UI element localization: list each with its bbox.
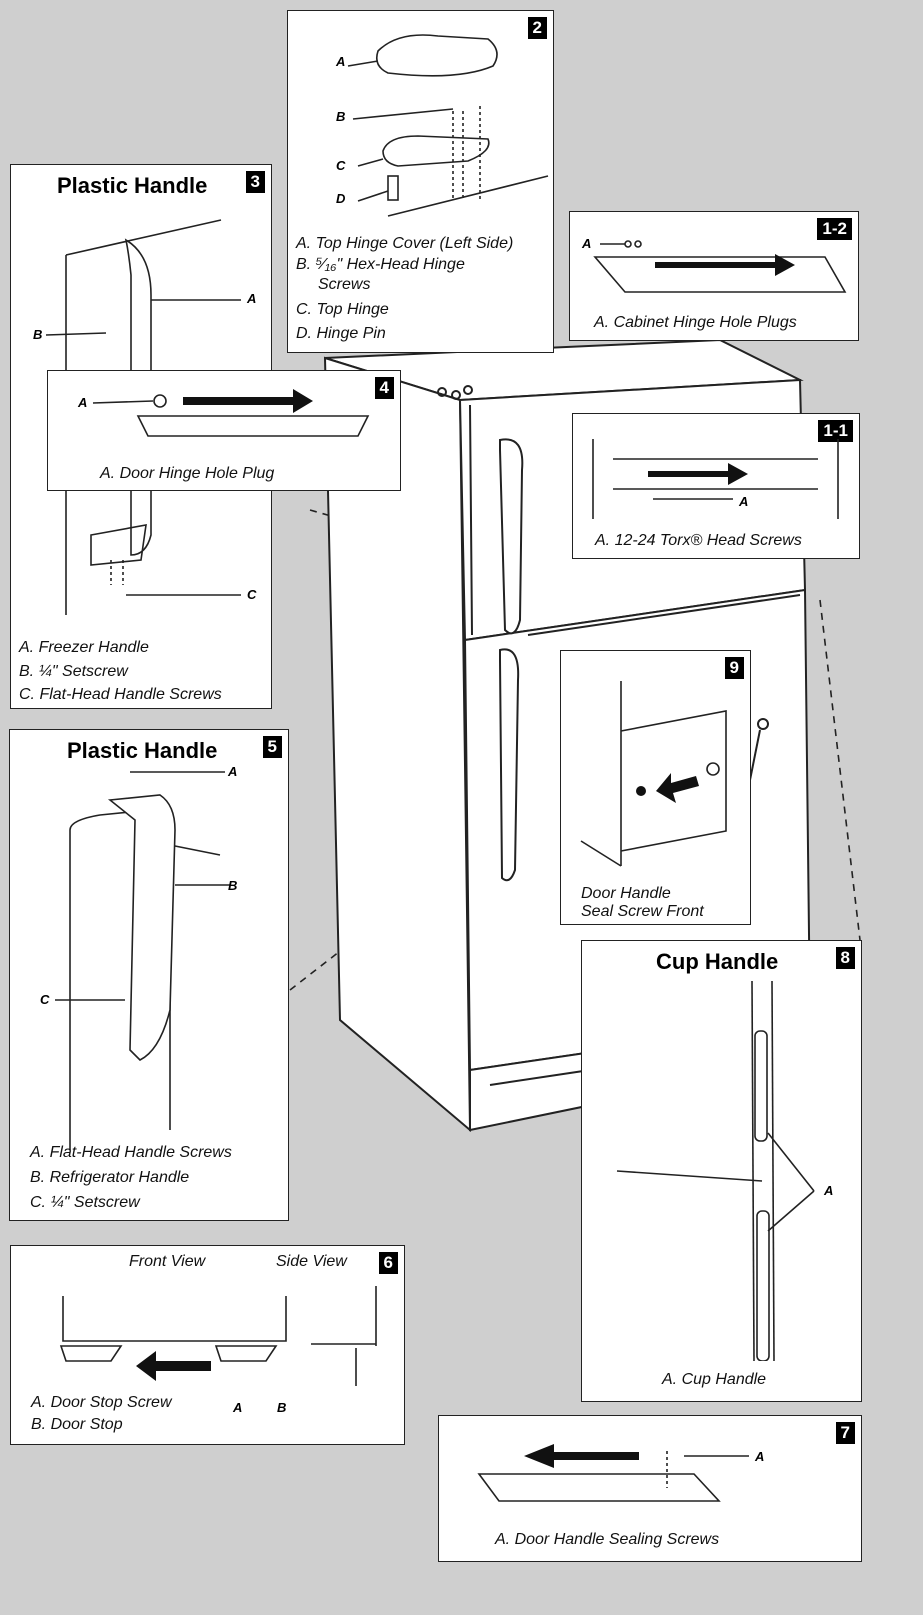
caption-b: B. ¼" Setscrew (19, 663, 128, 680)
label-b: B (336, 109, 346, 124)
caption-c: C. Flat-Head Handle Screws (19, 686, 222, 703)
door-stop-art (59, 1286, 377, 1386)
label-a: A (78, 395, 88, 410)
cup-handle-art (616, 980, 815, 1361)
label-c: C (40, 992, 50, 1007)
front-view-label: Front View (129, 1253, 206, 1270)
panel-top-hinge: 2 A B C D A. Top Hinge Cover (Left Side)… (287, 10, 554, 353)
seal-screw-art (580, 681, 727, 867)
label-c: C (336, 158, 346, 173)
door-plug-art (92, 389, 370, 437)
caption-b: B. Refrigerator Handle (30, 1169, 190, 1186)
panel-cup-handle: 8 Cup Handle A A. Cup Handle (581, 940, 862, 1402)
panel-door-handle-sealing: 7 A A. Door Handle Sealing Screws (438, 1415, 862, 1562)
caption-a: A. Door Hinge Hole Plug (100, 465, 275, 482)
caption-a: A. Top Hinge Cover (Left Side) (296, 235, 514, 252)
step-number: 2 (527, 17, 547, 39)
sealing-screws-art (477, 1444, 749, 1502)
label-a: A (228, 764, 238, 779)
label-b: B (33, 327, 43, 342)
step-number: 6 (378, 1252, 398, 1274)
label-c: C (247, 587, 257, 602)
label-a: A (247, 291, 257, 306)
panel-plastic-handle-refrigerator: 5 Plastic Handle A B C A. Flat-Head Hand… (9, 729, 289, 1221)
step-number: 1-2 (817, 218, 852, 240)
step-number: 4 (374, 377, 394, 399)
torx-screws-art (592, 439, 839, 519)
label-b: B (228, 878, 238, 893)
panel-title: Plastic Handle (57, 173, 208, 198)
caption-c: C. Top Hinge (296, 301, 389, 318)
caption-a: A. Freezer Handle (19, 639, 149, 656)
caption-b: B. Door Stop (31, 1416, 123, 1433)
step-number: 5 (262, 736, 282, 758)
side-view-label: Side View (276, 1253, 347, 1270)
label-a: A (582, 236, 592, 251)
label-a: A (739, 494, 749, 509)
step-number: 1-1 (818, 420, 853, 442)
caption-d: D. Hinge Pin (296, 325, 386, 342)
caption-line1: Door Handle (581, 885, 671, 902)
caption-a: A. Cabinet Hinge Hole Plugs (594, 314, 797, 331)
panel-title: Cup Handle (656, 949, 779, 974)
label-a: A (336, 54, 346, 69)
label-a: A (755, 1449, 765, 1464)
panel-door-hinge-plug: 4 A A. Door Hinge Hole Plug (47, 370, 401, 491)
top-hinge-art (347, 34, 549, 217)
panel-title: Plastic Handle (67, 738, 218, 763)
panel-door-stop: 6 Front View Side View A B A. Door Stop … (10, 1245, 405, 1445)
label-a: A (824, 1183, 834, 1198)
label-b: B (277, 1400, 287, 1415)
panel-seal-screw-front: 9 Door Handle Seal Screw Front (560, 650, 751, 925)
cabinet-plugs-art (593, 240, 847, 293)
caption-a: A. Flat-Head Handle Screws (30, 1144, 232, 1161)
caption-a: A. Door Handle Sealing Screws (495, 1531, 720, 1548)
freezer-handle-art (45, 219, 241, 615)
caption-a: A. Cup Handle (662, 1371, 767, 1388)
caption-b: B. ⁵⁄₁₆" Hex-Head Hinge (296, 256, 465, 273)
caption-line2: Seal Screw Front (581, 903, 704, 920)
step-number: 8 (835, 947, 855, 969)
label-a: A (233, 1400, 243, 1415)
caption-b2: Screws (318, 276, 371, 293)
step-number: 7 (835, 1422, 855, 1444)
caption-a: A. Door Stop Screw (31, 1394, 172, 1411)
panel-torx-screws: 1-1 A A. 12-24 Torx® Head Screws (572, 413, 860, 559)
label-d: D (336, 191, 346, 206)
step-number: 3 (245, 171, 265, 193)
caption-c: C. ¼" Setscrew (30, 1194, 140, 1211)
step-number: 9 (724, 657, 744, 679)
caption-a: A. 12-24 Torx® Head Screws (595, 532, 802, 549)
refrigerator-handle-art (55, 771, 230, 1150)
panel-cabinet-hinge-plugs: 1-2 A A. Cabinet Hinge Hole Plugs (569, 211, 859, 341)
